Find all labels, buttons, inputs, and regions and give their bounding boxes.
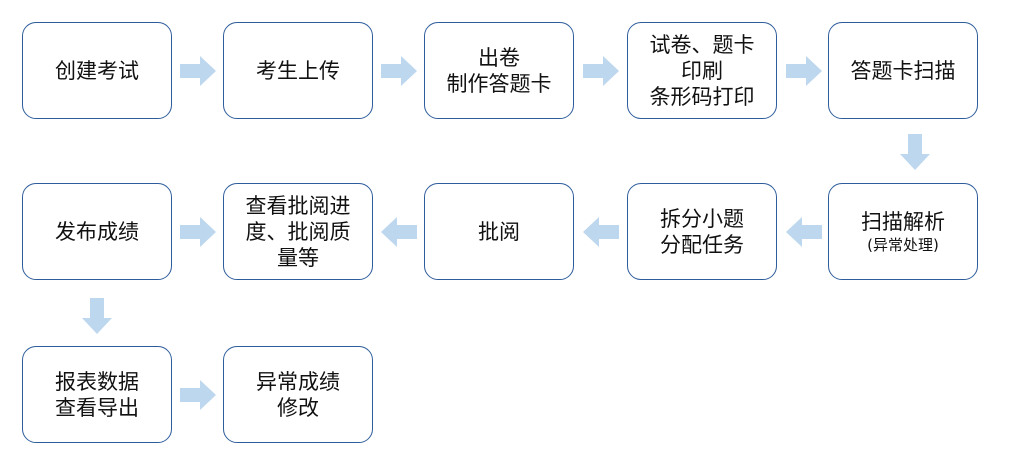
- step-publish-scores: 发布成绩: [22, 183, 172, 280]
- step-make-papers-line-2: 制作答题卡: [446, 71, 552, 96]
- step-view-progress: 查看批阅进 度、批阅质 量等: [223, 183, 373, 280]
- arrow-right-icon: [180, 380, 216, 410]
- step-marking: 批阅: [424, 183, 574, 280]
- step-split-assign: 拆分小题 分配任务: [627, 183, 777, 280]
- arrow-left-icon: [786, 217, 822, 247]
- step-report-export: 报表数据 查看导出: [22, 346, 172, 443]
- arrow-left-icon: [583, 217, 619, 247]
- step-modify-scores: 异常成绩 修改: [223, 346, 373, 443]
- step-report-export-line-1: 报表数据: [55, 369, 139, 394]
- arrow-down-icon: [900, 134, 930, 170]
- step-scan-parse-note: (异常处理): [867, 235, 939, 254]
- step-make-papers-line-1: 出卷: [478, 45, 520, 70]
- arrow-right-icon: [786, 56, 822, 86]
- step-print: 试卷、题卡 印刷 条形码打印: [627, 22, 777, 119]
- step-upload-students: 考生上传: [223, 22, 373, 119]
- arrow-down-icon: [82, 298, 112, 334]
- step-scan-parse: 扫描解析 (异常处理): [828, 183, 978, 280]
- step-print-line-1: 试卷、题卡: [649, 32, 755, 57]
- step-publish-scores-line-1: 发布成绩: [55, 219, 139, 244]
- step-view-progress-line-2: 度、批阅质: [245, 219, 351, 244]
- step-view-progress-line-1: 查看批阅进: [245, 193, 351, 218]
- step-create-exam-line-1: 创建考试: [55, 58, 139, 83]
- step-scan-parse-line-1: 扫描解析: [861, 209, 945, 234]
- step-scan-sheets-line-1: 答题卡扫描: [850, 58, 956, 83]
- arrow-right-icon: [381, 56, 417, 86]
- step-report-export-line-2: 查看导出: [55, 395, 139, 420]
- step-upload-students-line-1: 考生上传: [256, 58, 340, 83]
- step-split-assign-line-2: 分配任务: [660, 232, 744, 257]
- step-modify-scores-line-1: 异常成绩: [256, 369, 340, 394]
- arrow-right-icon: [180, 217, 216, 247]
- step-split-assign-line-1: 拆分小题: [660, 206, 744, 231]
- arrow-right-icon: [180, 56, 216, 86]
- step-marking-line-1: 批阅: [478, 219, 520, 244]
- step-make-papers: 出卷 制作答题卡: [424, 22, 574, 119]
- step-print-line-3: 条形码打印: [649, 84, 755, 109]
- step-modify-scores-line-2: 修改: [277, 395, 319, 420]
- arrow-left-icon: [381, 217, 417, 247]
- step-view-progress-line-3: 量等: [277, 245, 319, 270]
- step-print-line-2: 印刷: [681, 58, 723, 83]
- step-create-exam: 创建考试: [22, 22, 172, 119]
- arrow-right-icon: [583, 56, 619, 86]
- step-scan-sheets: 答题卡扫描: [828, 22, 978, 119]
